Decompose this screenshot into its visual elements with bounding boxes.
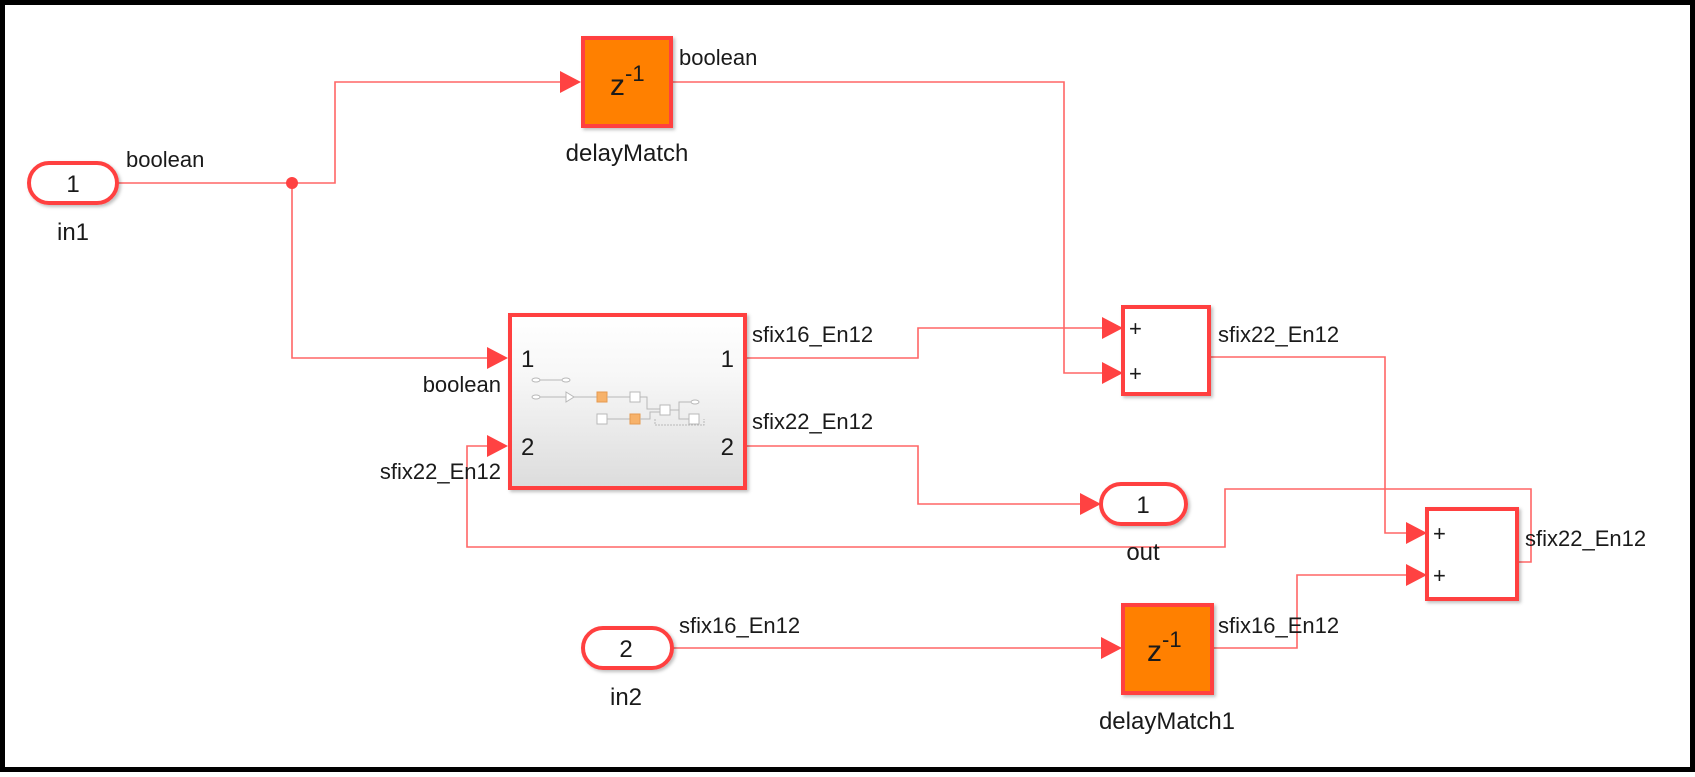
sum2-shape[interactable] bbox=[1425, 507, 1519, 601]
arrow-sum2-in2 bbox=[1406, 564, 1427, 586]
block-sum2[interactable]: + + bbox=[1425, 507, 1519, 601]
sum1-sign-2: + bbox=[1129, 361, 1142, 386]
arrow-delaymatch-in bbox=[560, 71, 581, 93]
subsystem-thumbnail-icon bbox=[531, 377, 705, 426]
inport-in2-number: 2 bbox=[619, 636, 632, 663]
outport-out-label[interactable]: out bbox=[1126, 539, 1160, 566]
outport-out-shape[interactable] bbox=[1099, 482, 1188, 526]
wire-sum1-to-sum2[interactable] bbox=[1209, 356, 1409, 534]
outport-out[interactable]: 1 out bbox=[1099, 482, 1188, 566]
wire-delaymatch1-to-sum2[interactable] bbox=[1212, 574, 1409, 649]
sum2-sign-2: + bbox=[1433, 563, 1446, 588]
delaymatch-z-glyph: z-1 bbox=[610, 61, 645, 102]
block-subsystem[interactable]: 1 2 1 2 bbox=[508, 313, 747, 490]
arrow-delaymatch1-in bbox=[1101, 637, 1122, 659]
block-delaymatch1[interactable]: z-1 delayMatch1 bbox=[1099, 603, 1235, 735]
signal-label-subsystem-in2: sfix22_En12 bbox=[380, 459, 501, 484]
branch-point bbox=[286, 177, 298, 189]
wire-sum2-feedback-to-subsystem-in2[interactable] bbox=[466, 445, 1532, 563]
delaymatch-label[interactable]: delayMatch bbox=[566, 140, 689, 167]
subsystem-shape[interactable] bbox=[508, 313, 747, 490]
delaymatch1-label[interactable]: delayMatch1 bbox=[1099, 708, 1235, 735]
arrow-sum1-in1 bbox=[1102, 317, 1123, 339]
signal-label-subsystem-out2: sfix22_En12 bbox=[752, 409, 873, 434]
wire-branch-to-subsystem-in1[interactable] bbox=[291, 183, 493, 359]
delaymatch1-z-glyph: z-1 bbox=[1147, 627, 1182, 668]
sum2-sign-1: + bbox=[1433, 521, 1446, 546]
signal-label-delaymatch1: sfix16_En12 bbox=[1218, 613, 1339, 638]
block-sum1[interactable]: + + bbox=[1121, 305, 1211, 396]
signal-label-subsystem-in1: boolean bbox=[423, 372, 501, 397]
delaymatch1-shape[interactable] bbox=[1121, 603, 1214, 695]
wire-subsystem-out2-to-out[interactable] bbox=[745, 445, 1083, 505]
arrowheads bbox=[487, 71, 1427, 659]
block-diagram: 1 in1 z-1 delayMatch 1 2 1 2 bbox=[27, 36, 1646, 735]
signal-label-in2: sfix16_En12 bbox=[679, 613, 800, 638]
inport-in2[interactable]: 2 in2 bbox=[581, 626, 674, 711]
arrow-out-in bbox=[1080, 493, 1101, 515]
signal-lines bbox=[117, 81, 1532, 649]
arrow-sum1-in2 bbox=[1102, 362, 1123, 384]
signal-label-subsystem-out1: sfix16_En12 bbox=[752, 322, 873, 347]
inport-in1-shape[interactable] bbox=[27, 161, 119, 205]
delaymatch-shape[interactable] bbox=[581, 36, 673, 128]
signal-label-sum2: sfix22_En12 bbox=[1525, 526, 1646, 551]
signal-label-sum1: sfix22_En12 bbox=[1218, 322, 1339, 347]
inport-in1-number: 1 bbox=[66, 171, 79, 198]
wire-subsystem-out1-to-sum1[interactable] bbox=[745, 327, 1105, 359]
wire-branch-to-delaymatch[interactable] bbox=[292, 81, 565, 184]
signal-label-in1: boolean bbox=[126, 147, 204, 172]
subsystem-inport-1-label: 1 bbox=[521, 346, 534, 373]
wire-delaymatch-to-sum1[interactable] bbox=[671, 81, 1105, 374]
inport-in2-label[interactable]: in2 bbox=[610, 684, 642, 711]
subsystem-outport-2-label: 2 bbox=[721, 434, 734, 461]
inport-in2-shape[interactable] bbox=[581, 626, 674, 670]
outport-out-number: 1 bbox=[1136, 492, 1149, 519]
sum1-sign-1: + bbox=[1129, 316, 1142, 341]
arrow-subsystem-in1 bbox=[487, 347, 508, 369]
inport-in1-label[interactable]: in1 bbox=[57, 219, 89, 246]
subsystem-outport-1-label: 1 bbox=[721, 346, 734, 373]
inport-in1[interactable]: 1 in1 bbox=[27, 161, 119, 246]
block-delaymatch[interactable]: z-1 delayMatch bbox=[566, 36, 689, 167]
sum1-shape[interactable] bbox=[1121, 305, 1211, 396]
signal-labels: boolean boolean boolean sfix22_En12 sfix… bbox=[126, 45, 1646, 638]
signal-label-delaymatch: boolean bbox=[679, 45, 757, 70]
arrow-subsystem-in2 bbox=[487, 435, 508, 457]
arrow-sum2-in1 bbox=[1406, 522, 1427, 544]
subsystem-inport-2-label: 2 bbox=[521, 434, 534, 461]
